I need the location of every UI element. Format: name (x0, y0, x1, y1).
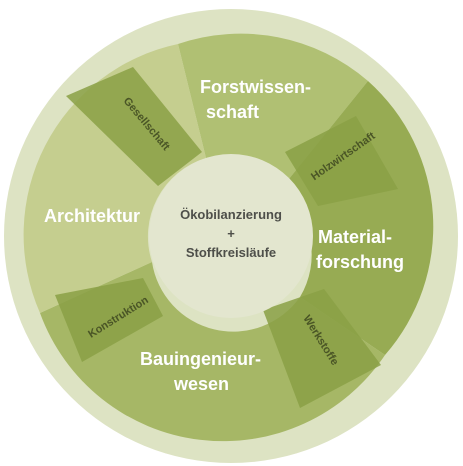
label-architektur: Architektur (44, 206, 140, 226)
center-line-1: Ökobilanzierung (180, 207, 282, 222)
band-gesellschaft (66, 67, 202, 186)
band-werkstoffe (263, 289, 381, 408)
band-konstruktion (55, 278, 163, 362)
sector-forstwissenschaft (178, 33, 368, 190)
center-line-3: Stoffkreisläufe (186, 245, 276, 260)
center-circle (149, 154, 313, 318)
label-forstwissenschaft-line-2: schaft (206, 102, 259, 122)
label-bauingenieurwesen-line-2: wesen (173, 374, 229, 394)
label-forstwissenschaft-line-1: Forstwissen- (200, 77, 311, 97)
label-materialforschung-line-2: forschung (316, 252, 404, 272)
center-line-2: + (227, 226, 235, 241)
label-bauingenieurwesen-line-1: Bauingenieur- (140, 349, 261, 369)
label-materialforschung-line-1: Material- (318, 227, 392, 247)
band-holzwirtschaft (285, 116, 398, 206)
